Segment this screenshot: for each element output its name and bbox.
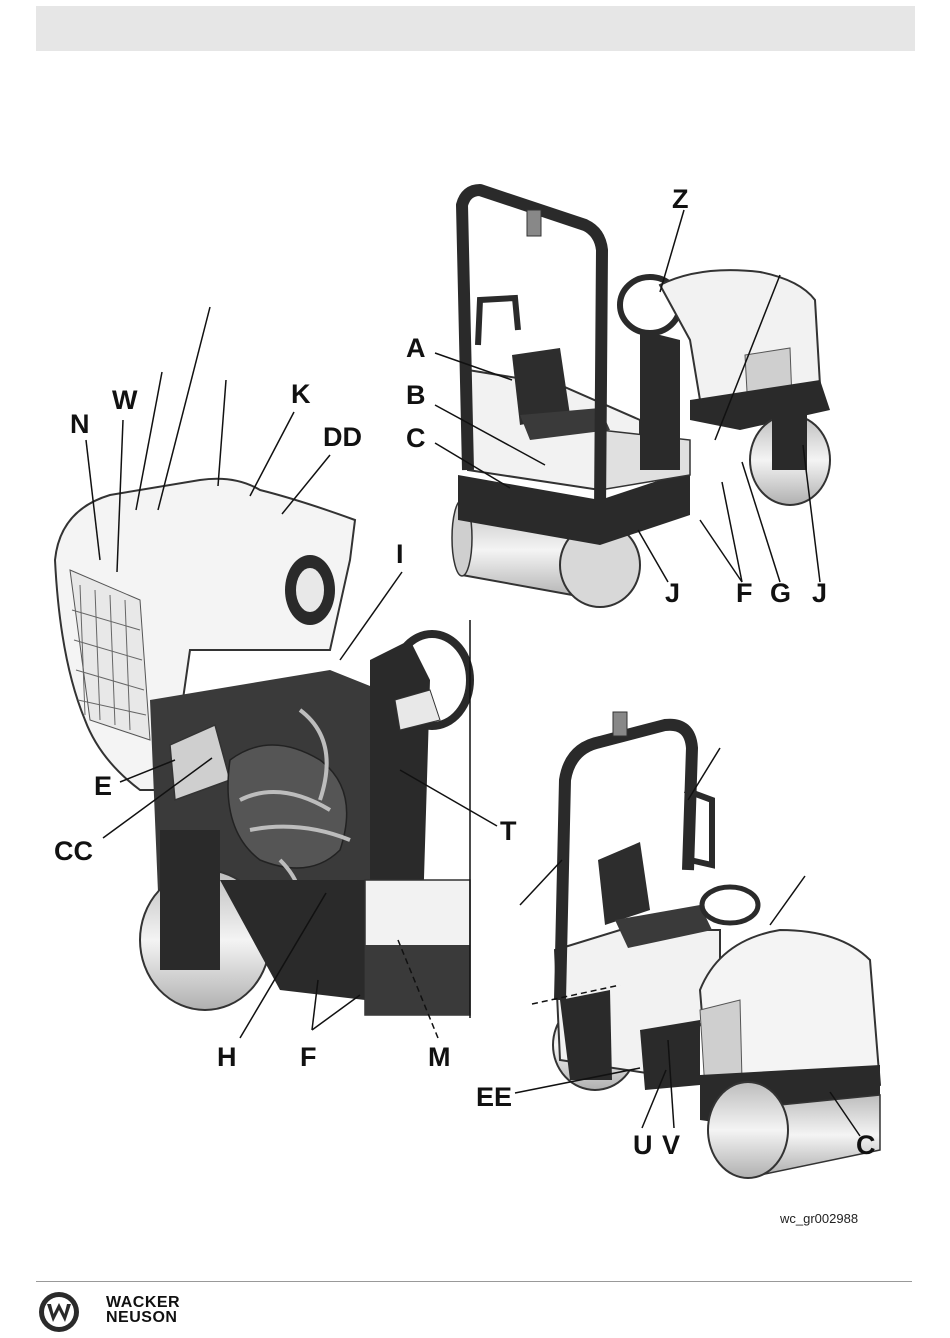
callout-k: K <box>291 379 311 409</box>
footer-rule <box>36 1281 912 1282</box>
callout-v: V <box>662 1130 680 1160</box>
callout-h: H <box>217 1042 237 1072</box>
callout-dd: DD <box>323 422 362 452</box>
callout-e: E <box>94 771 112 801</box>
callout-z: Z <box>672 184 689 214</box>
callout-ee: EE <box>476 1082 512 1112</box>
callout-c: C <box>406 423 426 453</box>
wacker-neuson-logo-icon <box>38 1291 80 1333</box>
callout-g: G <box>770 578 791 608</box>
drawing-id: wc_gr002988 <box>780 1211 858 1226</box>
callout-n: N <box>70 409 90 439</box>
callout-a: A <box>406 333 426 363</box>
callout-w: W <box>112 385 138 415</box>
callout-b: B <box>406 380 426 410</box>
brand-line-1: WACKER <box>106 1295 180 1310</box>
callout-t: T <box>500 816 517 846</box>
callout-c2: C <box>856 1130 876 1160</box>
callout-m: M <box>428 1042 451 1072</box>
brand-line-2: NEUSON <box>106 1310 180 1325</box>
callout-u: U <box>633 1130 653 1160</box>
callout-f: F <box>736 578 753 608</box>
roller-left-open <box>55 307 497 1038</box>
roller-top-right <box>435 190 830 607</box>
callout-j2: J <box>812 578 827 608</box>
callout-i: I <box>396 539 404 569</box>
brand-wordmark: WACKER NEUSON <box>106 1295 180 1325</box>
callout-j: J <box>665 578 680 608</box>
roller-bottom-right <box>515 712 880 1178</box>
callout-f2: F <box>300 1042 317 1072</box>
callout-cc: CC <box>54 836 93 866</box>
